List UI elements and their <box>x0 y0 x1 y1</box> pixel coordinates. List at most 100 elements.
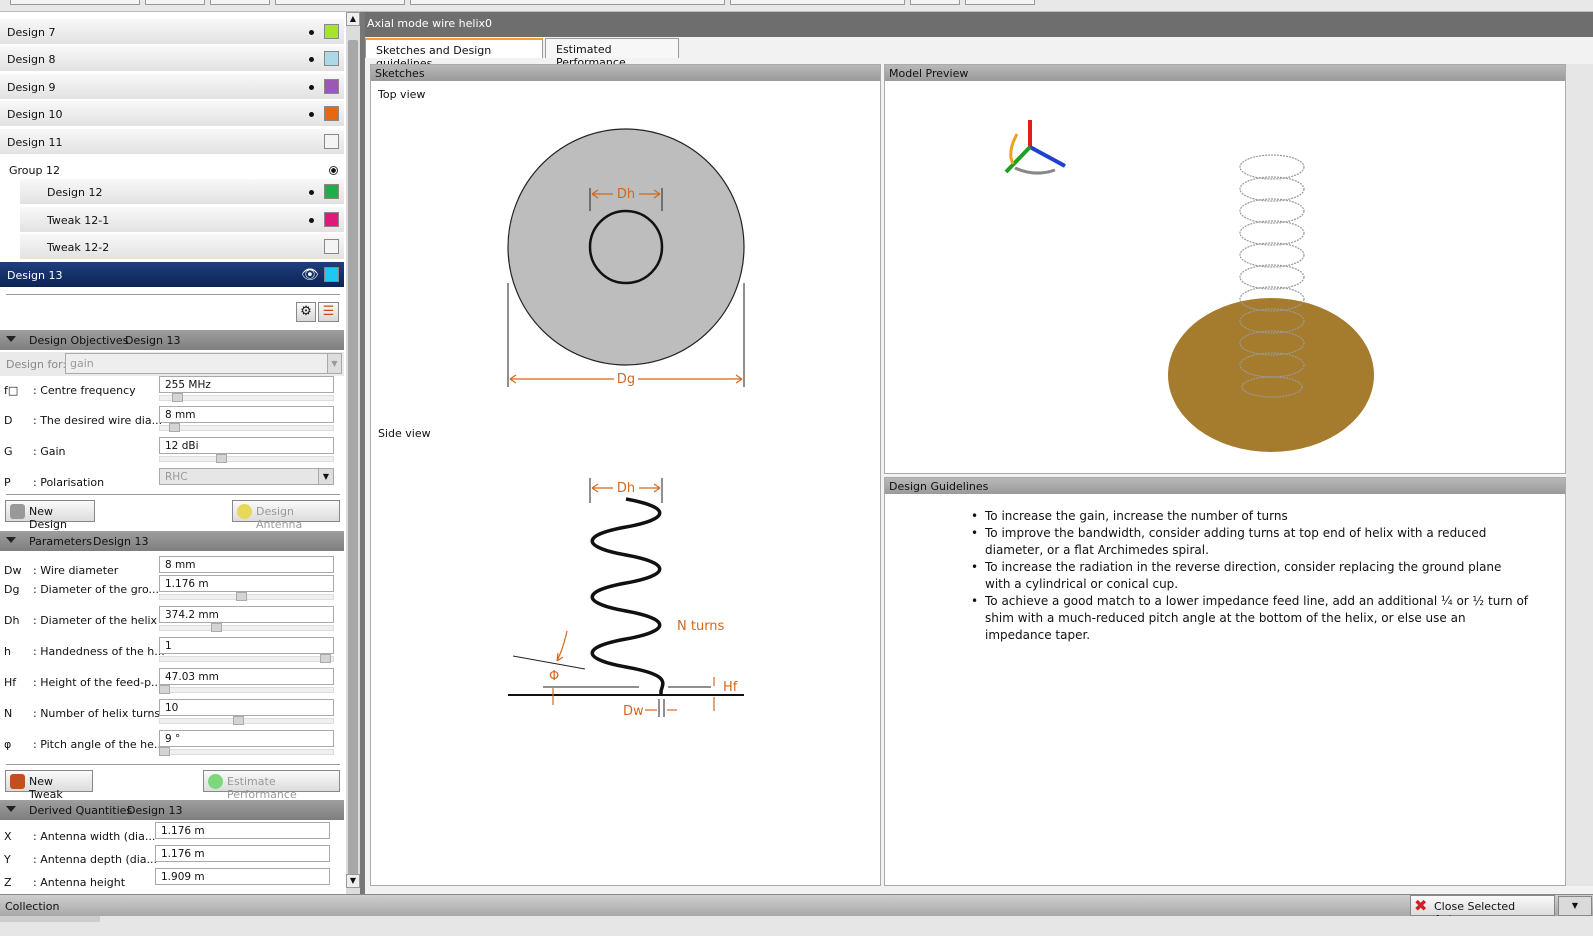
derived-quantities-header[interactable]: Derived Quantities Design 13 <box>0 800 344 820</box>
scroll-thumb[interactable] <box>348 40 358 876</box>
toolbar-button[interactable] <box>145 0 205 5</box>
design-objectives-header[interactable]: Design Objectives Design 13 <box>0 330 344 350</box>
field-input[interactable]: RHC <box>159 468 334 485</box>
color-swatch[interactable] <box>324 134 339 149</box>
visibility-dot-icon[interactable] <box>309 30 314 35</box>
tab-estimated-performance[interactable]: Estimated Performance <box>545 38 679 69</box>
field-input[interactable]: 10 <box>159 699 334 716</box>
color-swatch[interactable] <box>324 51 339 66</box>
chevron-down-icon[interactable]: ▼ <box>1558 896 1592 916</box>
field-row: h: Handedness of the h...1 <box>0 637 344 667</box>
estimate-performance-button[interactable]: Estimate Performance <box>203 770 340 801</box>
color-swatch[interactable] <box>324 239 339 254</box>
slider-thumb[interactable] <box>159 747 170 756</box>
color-swatch[interactable] <box>324 267 339 282</box>
field-row: D: The desired wire dia...8 mm <box>0 406 344 436</box>
field-input[interactable]: 1.176 m <box>155 845 330 862</box>
tree-item[interactable]: Design 11 <box>0 129 344 155</box>
field-input[interactable]: 47.03 mm <box>159 668 334 685</box>
visibility-dot-icon[interactable] <box>309 85 314 90</box>
close-selected-antenna-button[interactable]: ✖ Close Selected Antenna <box>1410 895 1555 926</box>
color-swatch[interactable] <box>324 184 339 199</box>
visibility-dot-icon[interactable] <box>309 190 314 195</box>
sketches-pane: Sketches Top view Side view Dh Dg Dh <box>370 64 881 886</box>
color-swatch[interactable] <box>324 24 339 39</box>
slider-thumb[interactable] <box>168 423 180 432</box>
field-slider[interactable] <box>159 749 334 755</box>
field-slider[interactable] <box>159 687 334 693</box>
button-label: Design Antenna <box>256 505 303 531</box>
dh-label: Dh <box>617 187 635 202</box>
tree-item[interactable]: Tweak 12-2 <box>20 234 344 260</box>
chevron-down-icon[interactable]: ▼ <box>327 354 341 373</box>
scroll-down-icon[interactable]: ▼ <box>346 874 360 888</box>
slider-thumb[interactable] <box>159 685 170 694</box>
collapse-icon[interactable] <box>6 537 16 543</box>
toolbar-button[interactable] <box>210 0 270 5</box>
tab-sketches[interactable]: Sketches and Design guidelines <box>365 38 543 70</box>
toolbar-button[interactable] <box>275 0 405 5</box>
group-radio-icon[interactable] <box>329 166 338 175</box>
slider-thumb[interactable] <box>172 393 184 402</box>
field-slider[interactable] <box>159 656 334 662</box>
field-input[interactable]: 374.2 mm <box>159 606 334 623</box>
field-input[interactable]: 12 dBi <box>159 437 334 454</box>
field-input[interactable]: 8 mm <box>159 406 334 423</box>
visibility-dot-icon[interactable] <box>309 112 314 117</box>
toolbar-button[interactable] <box>410 0 725 5</box>
color-swatch[interactable] <box>324 79 339 94</box>
field-row: Dg: Diameter of the gro...1.176 m <box>0 575 344 605</box>
field-input[interactable]: 255 MHz <box>159 376 334 393</box>
design-antenna-button[interactable]: Design Antenna <box>232 500 340 531</box>
design-for-select[interactable]: gain ▼ <box>65 353 342 374</box>
parameters-header[interactable]: Parameters Design 13 <box>0 531 344 551</box>
tree-item[interactable]: Design 12 <box>20 179 344 205</box>
chevron-down-icon[interactable]: ▼ <box>318 469 333 484</box>
field-input[interactable]: 9 ° <box>159 730 334 747</box>
scroll-up-icon[interactable]: ▲ <box>346 12 360 26</box>
field-slider[interactable] <box>159 425 334 431</box>
field-input[interactable]: 1 <box>159 637 334 654</box>
field-input[interactable]: 8 mm <box>159 556 334 573</box>
collapse-icon[interactable] <box>6 806 16 812</box>
field-slider[interactable] <box>159 395 334 401</box>
eye-icon[interactable]: 👁 <box>301 267 319 283</box>
tree-item[interactable]: Design 7 <box>0 19 344 45</box>
new-tweak-button[interactable]: New Tweak <box>5 770 93 801</box>
field-input[interactable]: 1.176 m <box>159 575 334 592</box>
model-3d-view[interactable] <box>885 82 1565 474</box>
slider-thumb[interactable] <box>319 654 331 663</box>
toolbar-button[interactable] <box>730 0 905 5</box>
slider-thumb[interactable] <box>211 623 223 632</box>
toolbar-button[interactable] <box>965 0 1035 5</box>
toolbar-button[interactable] <box>910 0 960 5</box>
design-for-label: Design for: <box>6 358 67 371</box>
field-slider[interactable] <box>159 718 334 724</box>
new-design-button[interactable]: New Design <box>5 500 95 531</box>
tree-item[interactable]: Tweak 12-1 <box>20 207 344 233</box>
toolbar-button[interactable] <box>10 0 140 5</box>
gear-icon[interactable]: ⚙ <box>296 302 316 322</box>
splitter[interactable] <box>360 12 365 894</box>
color-swatch[interactable] <box>324 212 339 227</box>
slider-thumb[interactable] <box>216 454 228 463</box>
color-swatch[interactable] <box>324 106 339 121</box>
visibility-dot-icon[interactable] <box>309 218 314 223</box>
slider-thumb[interactable] <box>232 716 244 725</box>
visibility-dot-icon[interactable] <box>309 57 314 62</box>
hf-label: Hf <box>723 680 738 695</box>
left-scrollbar[interactable]: ▲ ▼ <box>346 12 360 894</box>
field-input[interactable]: 1.176 m <box>155 822 330 839</box>
field-slider[interactable] <box>159 625 334 631</box>
tree-item[interactable]: Design 9 <box>0 74 344 100</box>
tree-item[interactable]: Design 10 <box>0 101 344 127</box>
field-slider[interactable] <box>159 456 334 462</box>
tree-item[interactable]: Design 13👁 <box>0 262 344 288</box>
collapse-icon[interactable] <box>6 336 16 342</box>
bottom-tab[interactable] <box>0 916 100 922</box>
slider-thumb[interactable] <box>236 592 248 601</box>
tree-item[interactable]: Design 8 <box>0 46 344 72</box>
list-settings-icon[interactable]: ☰ <box>318 302 339 322</box>
field-input[interactable]: 1.909 m <box>155 868 330 885</box>
